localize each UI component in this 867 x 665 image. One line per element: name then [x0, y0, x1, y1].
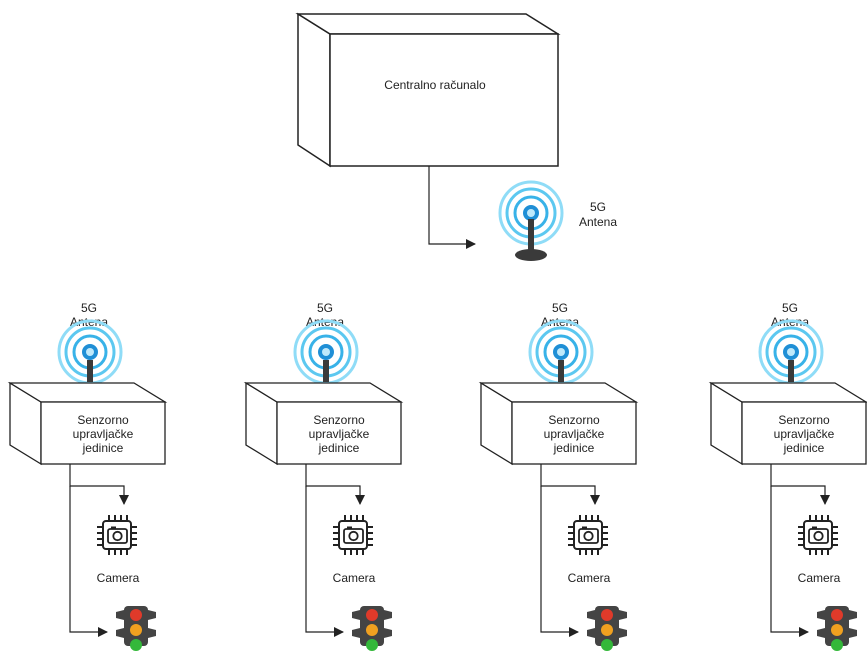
main-antenna-label-line1: 5G [590, 200, 606, 214]
unit-4: 5G Antena Senzorno upravljačke jedinice … [708, 301, 867, 651]
camera-chip-icon [332, 514, 374, 556]
connector-to-traffic-light [69, 486, 108, 637]
unit-box-label-line2: upravljačke [73, 427, 134, 441]
sensor-control-unit: Senzorno upravljačke jedinice [243, 381, 404, 466]
unit-box-label-line1: Senzorno [77, 413, 129, 427]
unit-antenna-label-line1: 5G [782, 301, 798, 315]
antenna-icon [528, 319, 594, 385]
main-antenna-label-line2: Antena [579, 215, 617, 229]
connector-to-traffic-light [540, 486, 579, 637]
unit-box-label-line3: jedinice [82, 441, 124, 455]
unit-antenna-label-line1: 5G [317, 301, 333, 315]
antenna-icon [498, 180, 564, 261]
camera-chip-icon [567, 514, 609, 556]
connector-to-camera [770, 464, 830, 505]
unit-box-label-line3: jedinice [318, 441, 360, 455]
traffic-light-icon [116, 606, 156, 651]
camera-chip-icon [96, 514, 138, 556]
camera-label: Camera [568, 571, 611, 585]
traffic-light-icon [587, 606, 627, 651]
connector-to-traffic-light [305, 486, 344, 637]
unit-box-label-line2: upravljačke [774, 427, 835, 441]
unit-box-label-line2: upravljačke [544, 427, 605, 441]
unit-box-label-line1: Senzorno [313, 413, 365, 427]
camera-label: Camera [97, 571, 140, 585]
connector-to-camera [540, 464, 600, 505]
traffic-light-icon [352, 606, 392, 651]
central-computer: Centralno računalo [295, 12, 561, 168]
unit-antenna-label-line1: 5G [81, 301, 97, 315]
unit-antenna-label-line1: 5G [552, 301, 568, 315]
unit-box-label-line3: jedinice [783, 441, 825, 455]
main-antenna: 5G Antena [498, 180, 617, 261]
connector-to-camera [69, 464, 129, 505]
sensor-control-unit: Senzorno upravljačke jedinice [708, 381, 867, 466]
camera-chip-icon [797, 514, 839, 556]
camera-label: Camera [798, 571, 841, 585]
unit-box-label-line1: Senzorno [778, 413, 830, 427]
antenna-icon [758, 319, 824, 385]
antenna-icon [57, 319, 123, 385]
central-computer-label: Centralno računalo [384, 78, 486, 92]
unit-box-label-line3: jedinice [553, 441, 595, 455]
unit-1: 5G Antena Senzorno upravljačke jedinice … [7, 301, 168, 651]
connector-to-traffic-light [770, 486, 809, 637]
connector-central-to-antenna [428, 166, 476, 249]
connector-to-camera [305, 464, 365, 505]
camera-label: Camera [333, 571, 376, 585]
traffic-light-icon [817, 606, 857, 651]
sensor-control-unit: Senzorno upravljačke jedinice [7, 381, 168, 466]
unit-3: 5G Antena Senzorno upravljačke jedinice … [478, 301, 639, 651]
unit-2: 5G Antena Senzorno upravljačke jedinice … [243, 301, 404, 651]
unit-box-label-line1: Senzorno [548, 413, 600, 427]
antenna-icon [293, 319, 359, 385]
unit-box-label-line2: upravljačke [309, 427, 370, 441]
sensor-control-unit: Senzorno upravljačke jedinice [478, 381, 639, 466]
